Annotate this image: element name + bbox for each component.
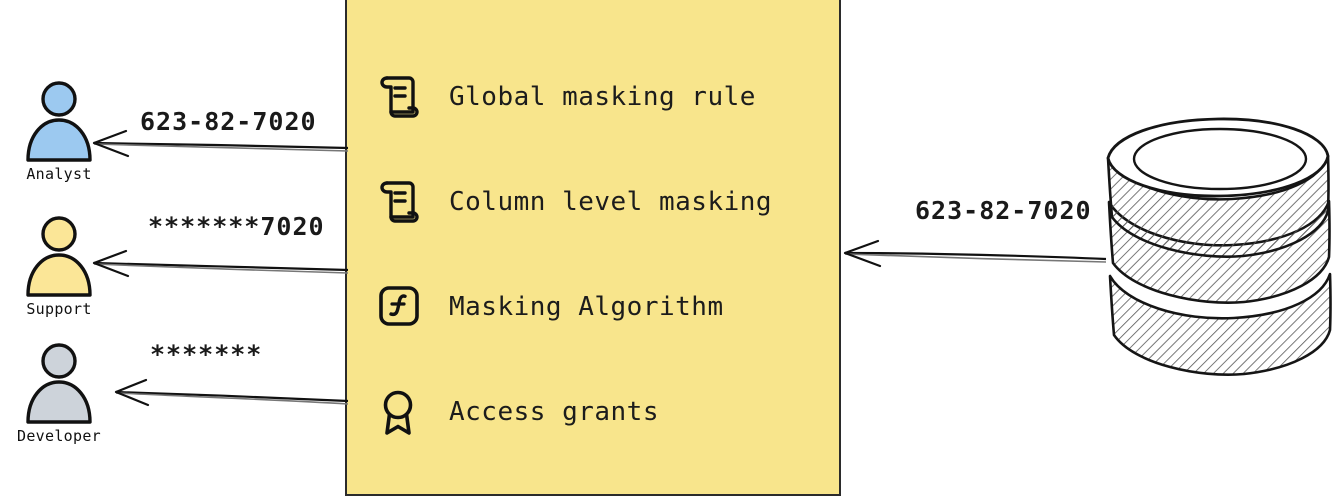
policy-list: Global masking rule Column level masking — [347, 0, 839, 494]
person-icon — [20, 340, 98, 426]
flow-analyst-value: 623-82-7020 — [140, 107, 317, 136]
award-icon — [375, 387, 421, 437]
policy-item-global-masking-rule[interactable]: Global masking rule — [375, 44, 839, 149]
actor-label: Developer — [17, 427, 101, 445]
actor-support[interactable]: Support — [4, 213, 114, 318]
scroll-icon — [375, 177, 421, 227]
actor-label: Analyst — [26, 165, 92, 183]
flow-panel-to-developer — [110, 378, 350, 412]
policy-item-access-grants[interactable]: Access grants — [375, 359, 839, 464]
policy-panel: Global masking rule Column level masking — [345, 0, 841, 496]
function-icon — [375, 282, 421, 332]
database-icon — [1104, 116, 1336, 402]
actor-label: Support — [26, 300, 92, 318]
policy-item-label: Masking Algorithm — [449, 291, 724, 322]
flow-db-value: 623-82-7020 — [915, 196, 1092, 225]
policy-item-label: Access grants — [449, 396, 659, 427]
scroll-icon — [375, 72, 421, 122]
flow-panel-to-support — [88, 248, 350, 282]
policy-item-label: Column level masking — [449, 186, 773, 217]
flow-panel-to-analyst — [88, 128, 350, 162]
flow-developer-value: ******* — [150, 340, 263, 369]
actor-developer[interactable]: Developer — [4, 340, 114, 445]
person-icon — [20, 78, 98, 164]
flow-support-value: *******7020 — [148, 212, 325, 241]
flow-db-to-panel — [838, 236, 1108, 270]
actor-analyst[interactable]: Analyst — [4, 78, 114, 183]
policy-item-masking-algorithm[interactable]: Masking Algorithm — [375, 254, 839, 359]
person-icon — [20, 213, 98, 299]
policy-item-label: Global masking rule — [449, 81, 756, 112]
policy-item-column-level-masking[interactable]: Column level masking — [375, 149, 839, 254]
